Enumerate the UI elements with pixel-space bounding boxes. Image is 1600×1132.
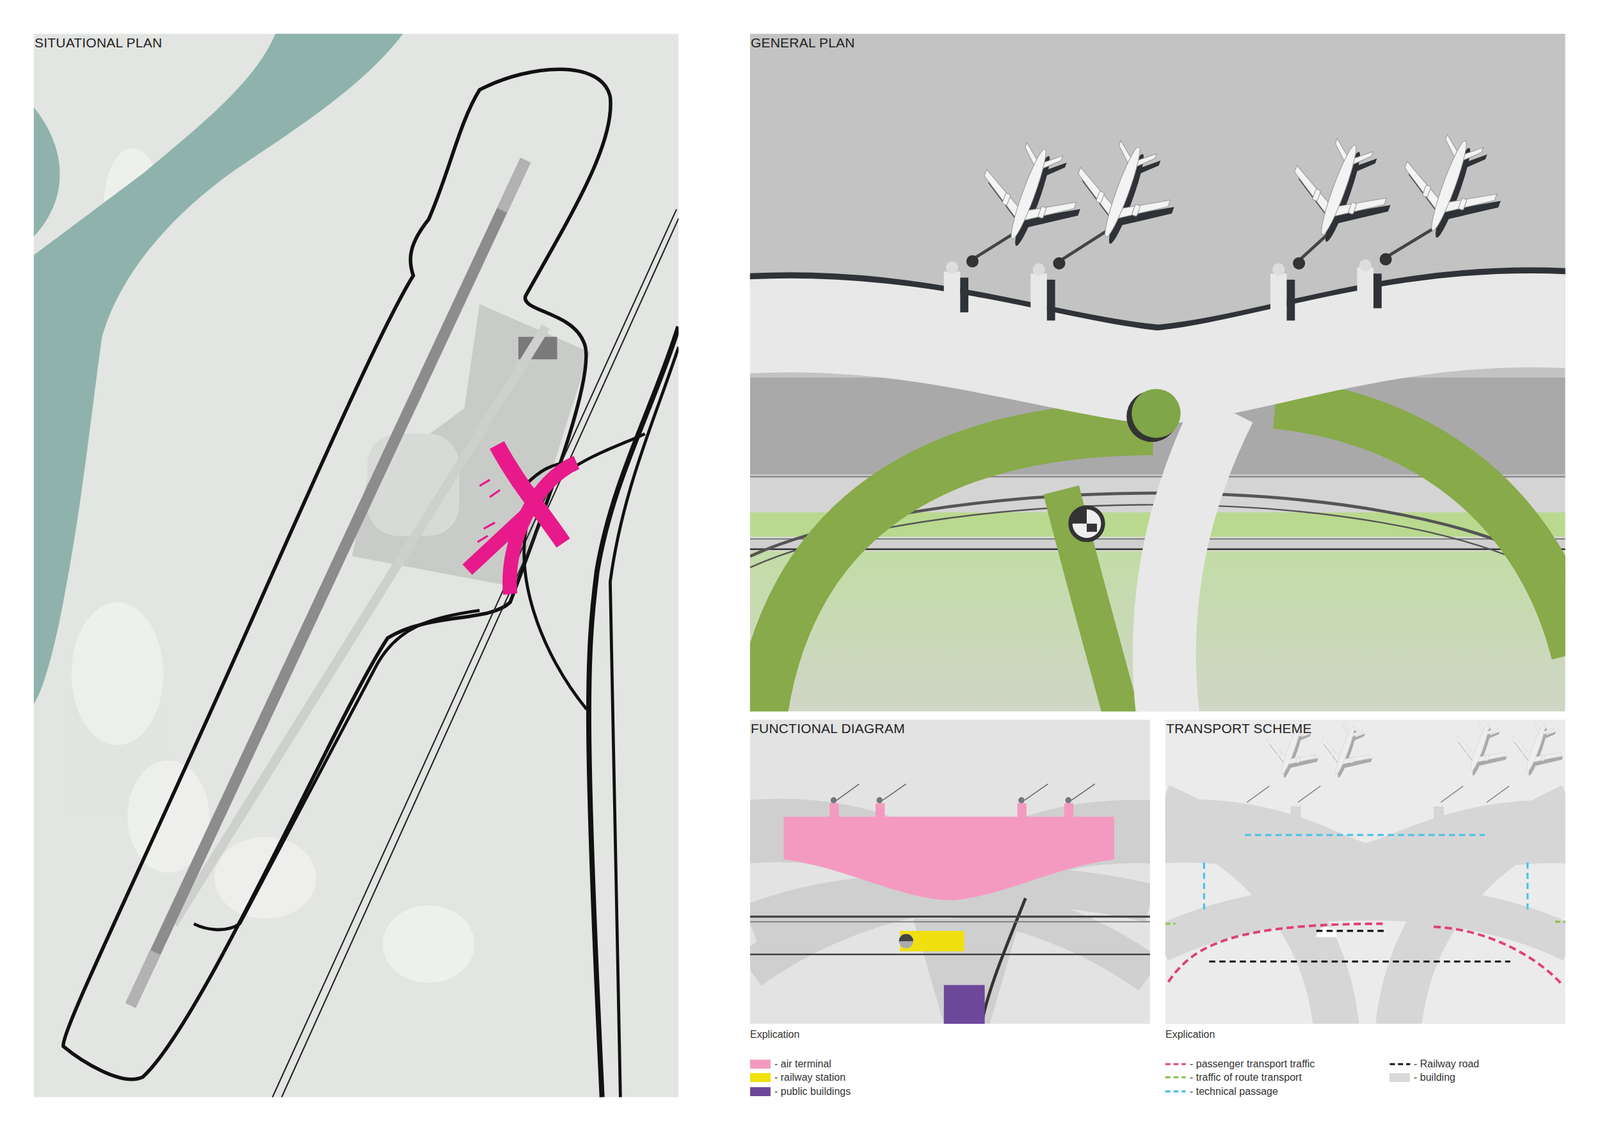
legend-text: - technical passage [1189,1084,1279,1098]
legend-heading: Explication [750,1027,800,1041]
legend-swatch [1389,1072,1410,1082]
panel-title: TRANSPORT SCHEME [1165,719,1314,736]
legend-heading: Explication [1165,1027,1215,1041]
legend-swatch [750,1086,771,1096]
panel-title: FUNCTIONAL DIAGRAM [750,719,907,736]
panel-frame: SITUATIONAL PLAN [33,33,680,1097]
panel-frame: TRANSPORT SCHEME [1165,719,1566,1024]
legend-text: - public buildings [774,1084,851,1098]
legend-text: - building [1413,1070,1456,1084]
legend-swatch [750,1059,771,1069]
legend-text: - railway station [774,1070,846,1084]
legend-text: - air terminal [774,1057,832,1071]
panel-title: SITUATIONAL PLAN [33,33,164,51]
panel-title: GENERAL PLAN [750,33,857,51]
legend-swatch [750,1072,771,1082]
legend-text: - passenger transport traffic [1189,1057,1315,1071]
panel-frame: GENERAL PLAN [750,33,1566,712]
legend-text: - Railway road [1413,1057,1480,1071]
legend-text: - traffic of route transport [1189,1070,1302,1084]
panel-frame: FUNCTIONAL DIAGRAM [750,719,1151,1024]
